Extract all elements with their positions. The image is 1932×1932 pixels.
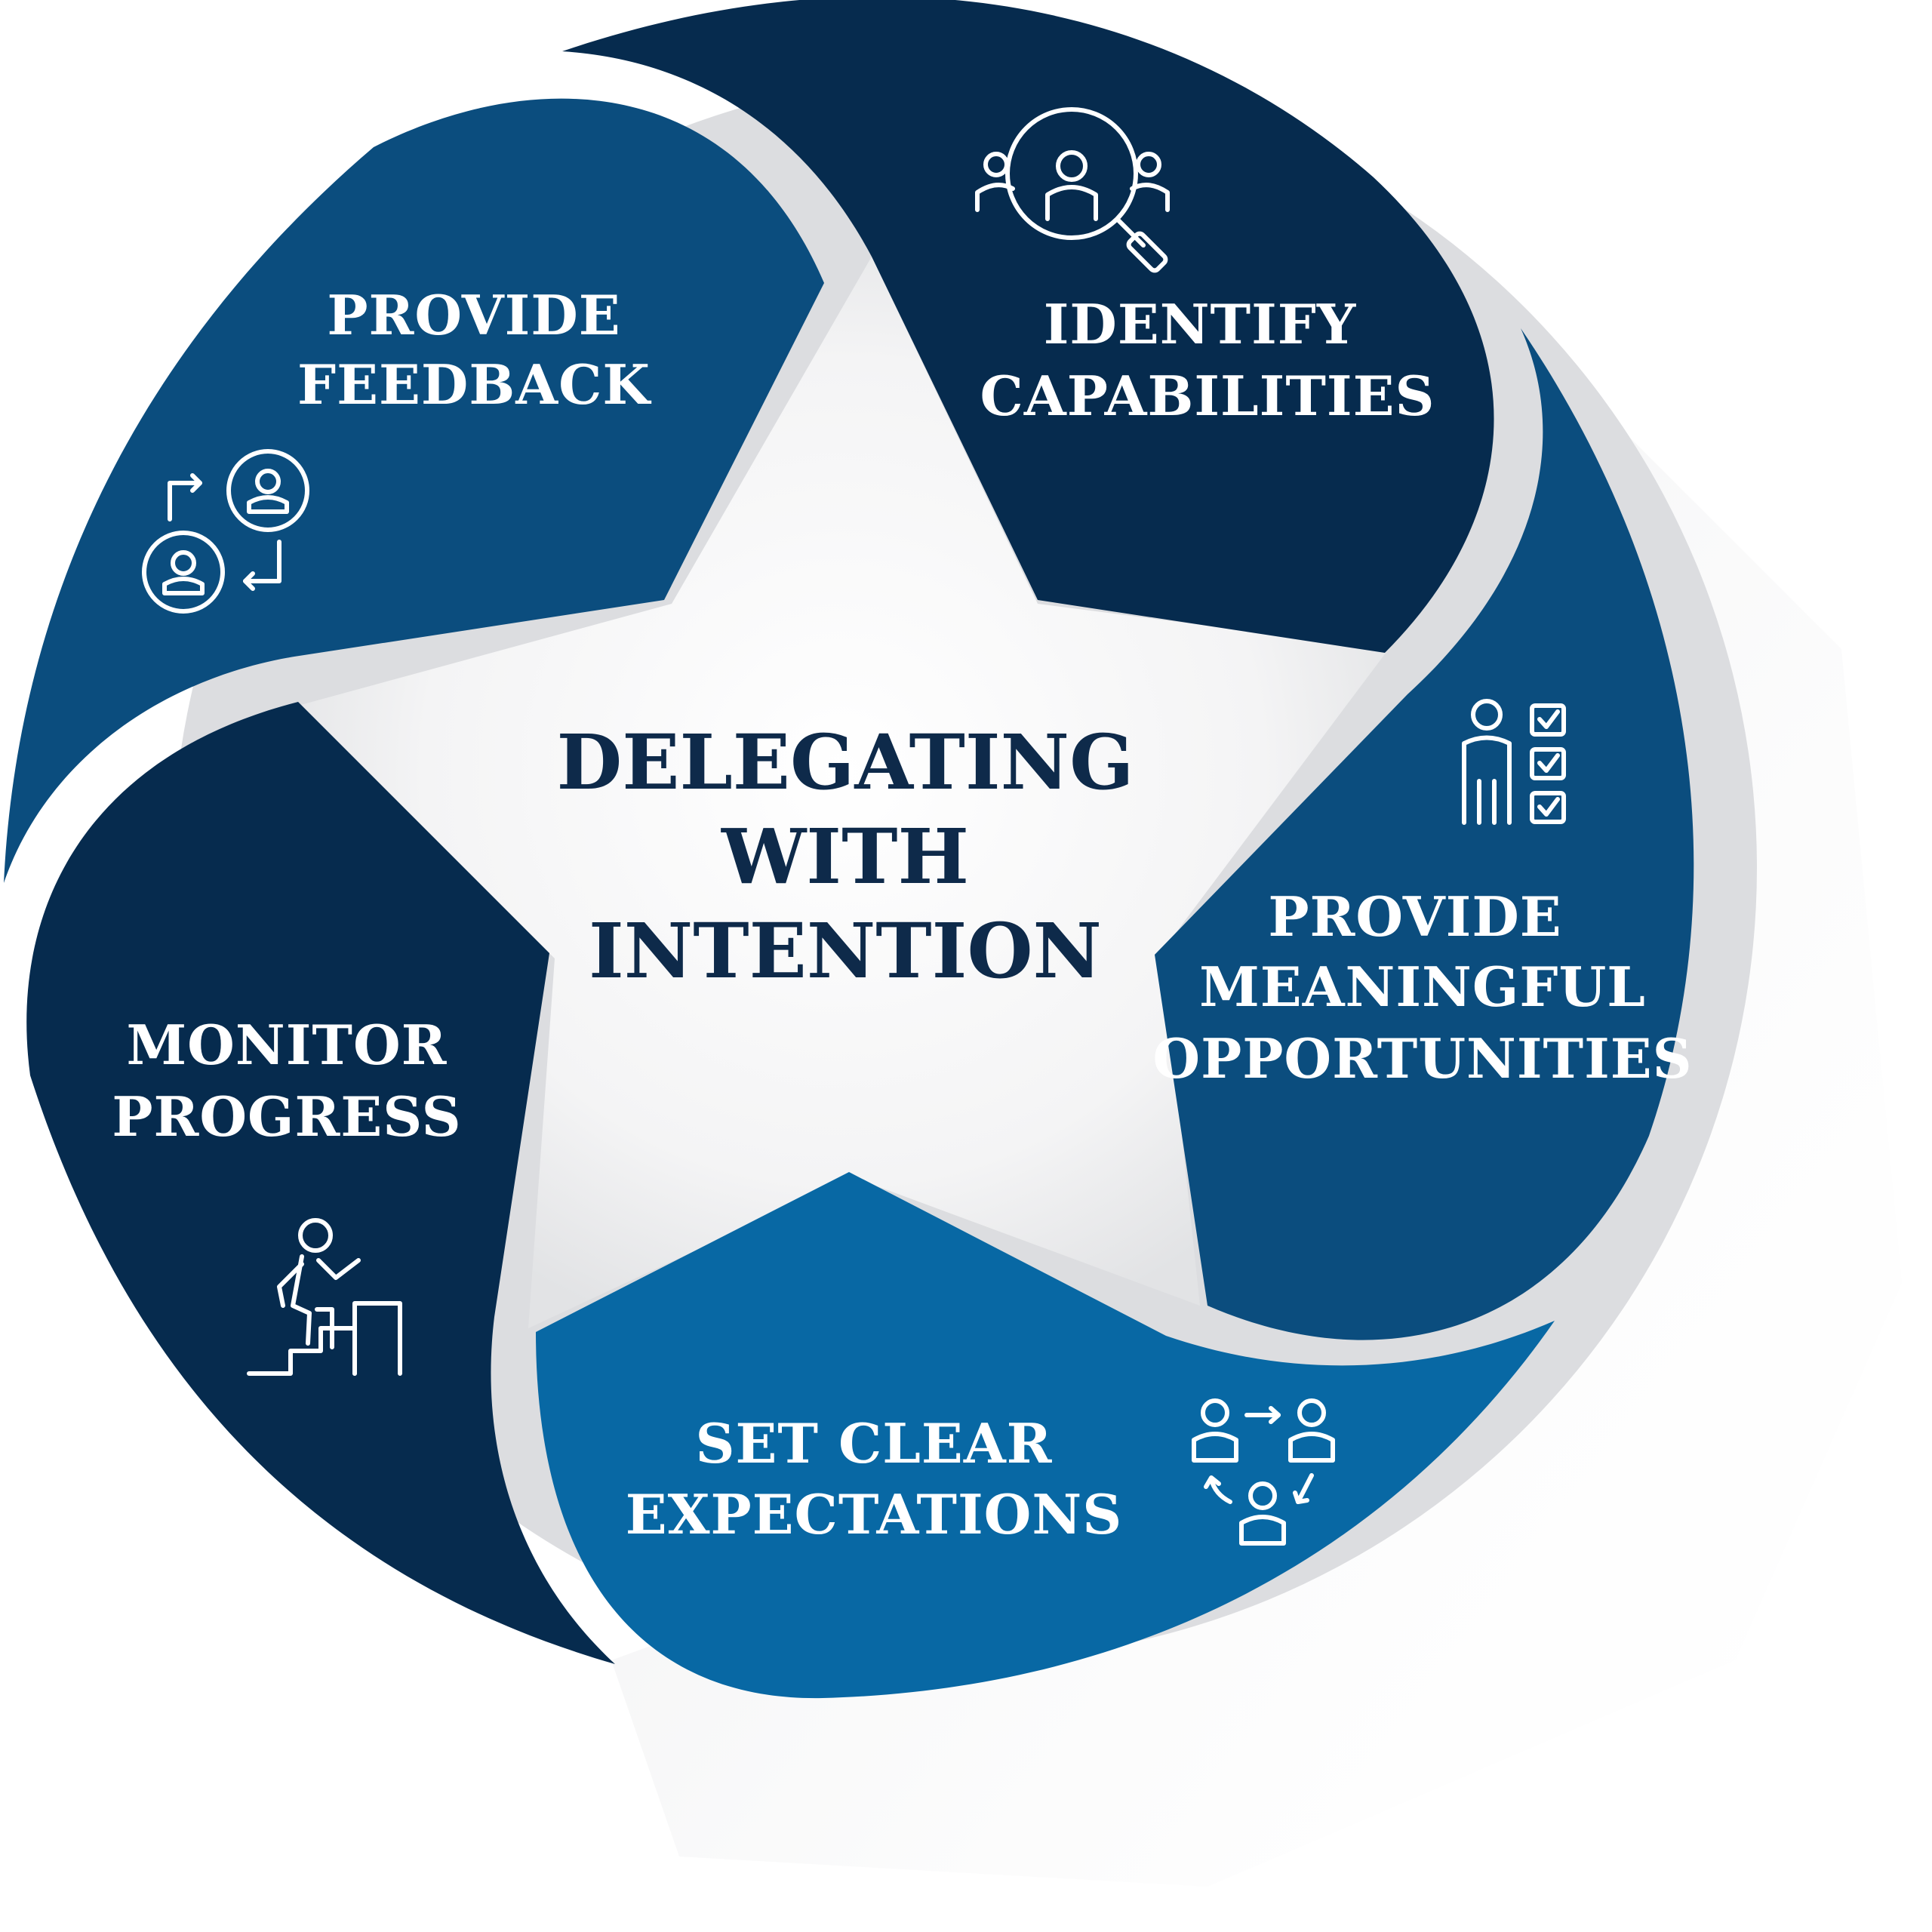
person-checklist-icon [1462,699,1566,825]
expectations-line-1: SET CLEAR [695,1411,1052,1475]
feedback-line-2: FEEDBACK [297,352,651,417]
segment-set-clear-expectations[interactable] [536,1172,1555,1699]
feedback-exchange-icon [142,449,309,614]
label-identify-capabilities: IDENTIFY CAPABILITIES [980,292,1435,428]
monitor-line-2: PROGRESS [112,1084,461,1149]
identify-line-2: CAPABILITIES [980,364,1435,428]
people-cycle-icon [1192,1398,1335,1546]
monitor-line-1: MONITOR [126,1013,447,1077]
label-provide-feedback: PROVIDE FEEDBACK [297,283,651,417]
label-monitor-progress: MONITOR PROGRESS [112,1013,461,1149]
team-search-icon [975,107,1170,273]
center-title-line-1: DELEGATING [557,718,1134,807]
opportunities-line-1: PROVIDE [1268,884,1561,949]
segment-provide-feedback[interactable] [4,98,824,883]
center-star [298,257,1389,1328]
opportunities-line-2: MEANINGFUL [1199,955,1646,1019]
center-title-line-2: WITH [721,812,969,901]
center-title-line-3: INTENTION [589,906,1102,995]
segment-identify-capabilities[interactable] [562,0,1494,653]
identify-line-1: IDENTIFY [1044,292,1357,356]
expectations-line-2: EXPECTATIONS [626,1482,1122,1546]
label-meaningful-opportunities: PROVIDE MEANINGFUL OPPORTUNITIES [1152,884,1692,1091]
opportunities-line-3: OPPORTUNITIES [1152,1026,1692,1091]
center-title: DELEGATING WITH INTENTION [557,718,1134,995]
segment-monitor-progress[interactable] [26,702,616,1664]
feedback-line-1: PROVIDE [327,283,620,347]
climbing-stairs-icon [247,1218,402,1376]
segment-meaningful-opportunities[interactable] [1155,328,1694,1340]
label-set-clear-expectations: SET CLEAR EXPECTATIONS [626,1411,1122,1546]
